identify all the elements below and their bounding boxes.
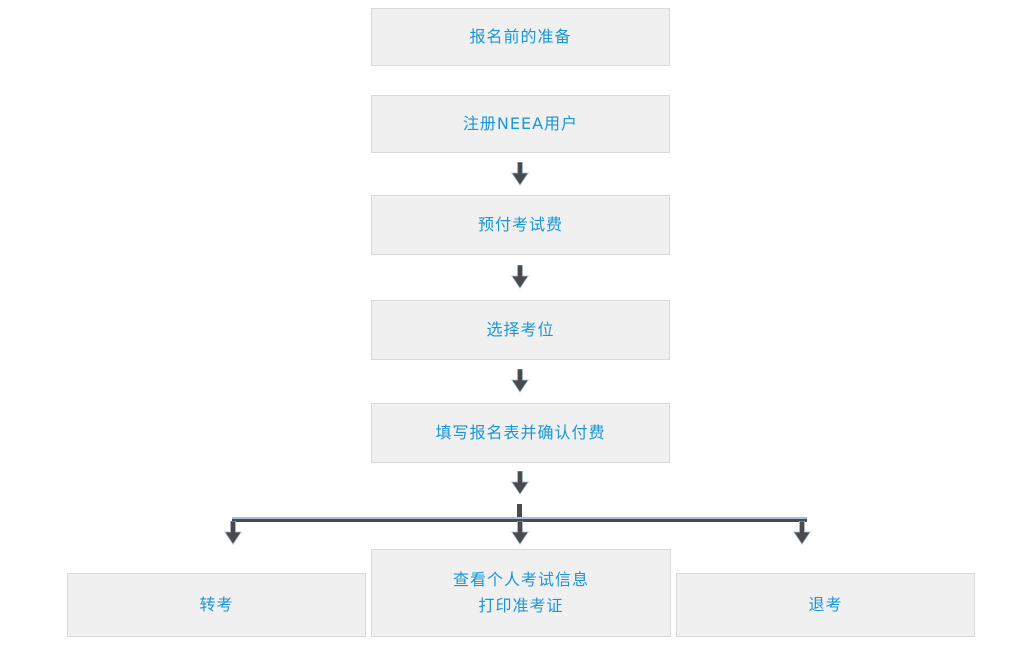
flow-branch-withdraw-exam: 退考 — [676, 573, 975, 637]
flow-branch-label-line1: 查看个人考试信息 — [452, 570, 589, 589]
flow-branch-transfer-exam: 转考 — [67, 573, 366, 637]
down-arrow-icon — [511, 162, 529, 186]
branch-connector-line — [232, 517, 807, 522]
down-arrow-icon — [793, 521, 811, 545]
flow-step-label: 报名前的准备 — [469, 27, 572, 46]
flow-step-label: 填写报名表并确认付费 — [435, 423, 606, 442]
flow-branch-view-info-print-ticket: 查看个人考试信息 打印准考证 — [371, 549, 671, 637]
flow-step-label: 预付考试费 — [477, 215, 563, 234]
flow-branch-label: 转考 — [199, 595, 234, 614]
down-arrow-icon — [511, 265, 529, 289]
down-arrow-icon — [511, 521, 529, 545]
flow-step-preparation: 报名前的准备 — [371, 8, 670, 66]
flow-step-fill-form-confirm-pay: 填写报名表并确认付费 — [371, 403, 670, 463]
flow-step-label: 注册NEEA用户 — [462, 114, 579, 133]
branch-connector-stem — [517, 504, 522, 519]
flow-step-prepay-fee: 预付考试费 — [371, 195, 670, 255]
flow-step-select-seat: 选择考位 — [371, 300, 670, 360]
flow-branch-label: 退考 — [808, 595, 843, 614]
flow-step-label: 选择考位 — [486, 320, 555, 339]
flow-branch-label-line2: 打印准考证 — [478, 596, 564, 615]
down-arrow-icon — [224, 521, 242, 545]
flow-step-register-neea: 注册NEEA用户 — [371, 95, 670, 153]
down-arrow-icon — [511, 471, 529, 495]
down-arrow-icon — [511, 369, 529, 393]
